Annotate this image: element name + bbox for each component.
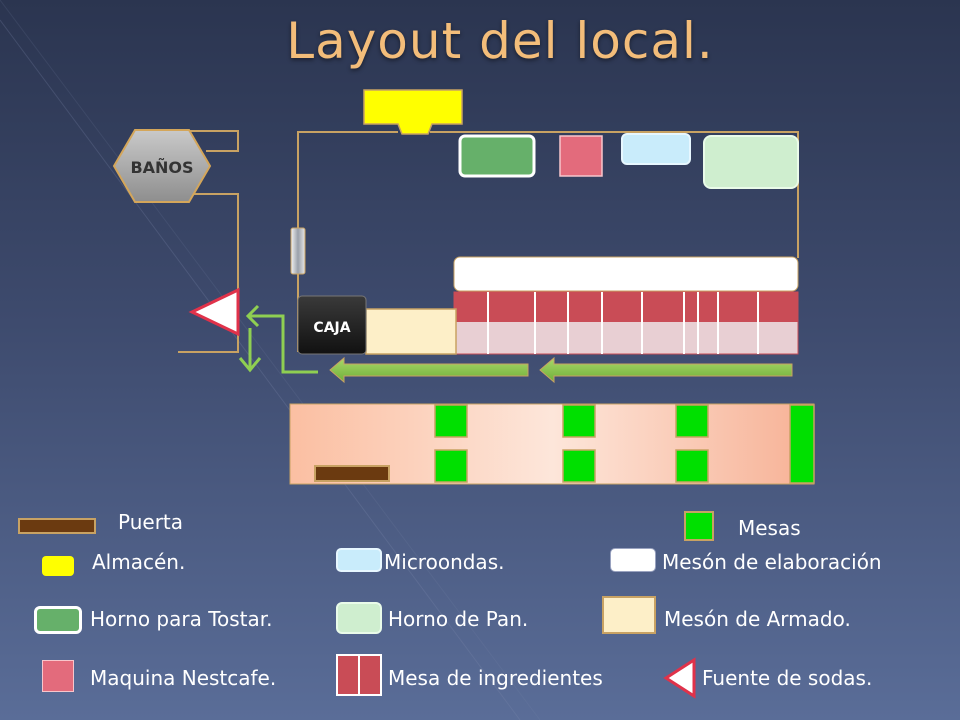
walls [178,130,799,353]
legend-horno-tostar-swatch [34,606,82,634]
legend-fuente-sodas-label: Fuente de sodas. [702,666,873,690]
maquina-nestcafe [559,135,603,177]
page-title: Layout del local. [286,12,714,70]
microondas [621,133,691,165]
legend-mesa-ingredientes-label: Mesa de ingredientes [388,666,603,690]
legend-fuente-sodas-swatch [663,657,696,699]
legend-almacen-label: Almacén. [92,550,186,574]
legend-meson-elaboracion-label: Mesón de elaboración [662,550,882,574]
banos-label: BAÑOS [130,158,193,177]
legend-microondas-swatch [336,548,382,572]
mesa [562,404,596,438]
legend-horno-tostar-label: Horno para Tostar. [90,607,273,631]
legend-mesa-ingredientes-swatch [336,654,382,696]
mesa [675,449,709,483]
caja-label: CAJA [313,320,350,336]
caja [297,295,367,355]
legend-puerta-swatch [18,518,96,534]
legend-meson-armado-label: Mesón de Armado. [664,607,851,631]
horno-tostar [458,134,536,178]
mesa-ingredientes [453,291,799,355]
meson-elaboracion [453,256,799,292]
fuente-sodas [188,287,240,337]
flow-arrow-1 [329,356,529,384]
legend-meson-armado-swatch [602,596,656,634]
legend-maquina-nestcafe-label: Maquina Nestcafe. [90,666,277,690]
mesa [434,404,468,438]
flow-path [238,304,318,374]
entrance-door [314,465,390,482]
legend-horno-pan-label: Horno de Pan. [388,607,529,631]
legend-mesas-swatch [684,511,714,541]
legend-maquina-nestcafe-swatch [42,660,74,692]
legend-horno-pan-swatch [336,602,382,634]
mesa [434,449,468,483]
legend-almacen-swatch [42,556,74,576]
almacen [363,89,463,135]
legend-meson-elaboracion-swatch [610,548,656,572]
legend-mesas-label: Mesas [738,516,801,540]
flow-arrow-2 [539,356,793,384]
legend-puerta-label: Puerta [118,510,184,534]
mesa [675,404,709,438]
door [290,227,306,275]
horno-pan [703,135,799,189]
mesa-long [789,404,815,484]
banos [112,129,212,203]
meson-armado [365,308,457,355]
mesa [562,449,596,483]
legend-microondas-label: Microondas. [384,550,505,574]
